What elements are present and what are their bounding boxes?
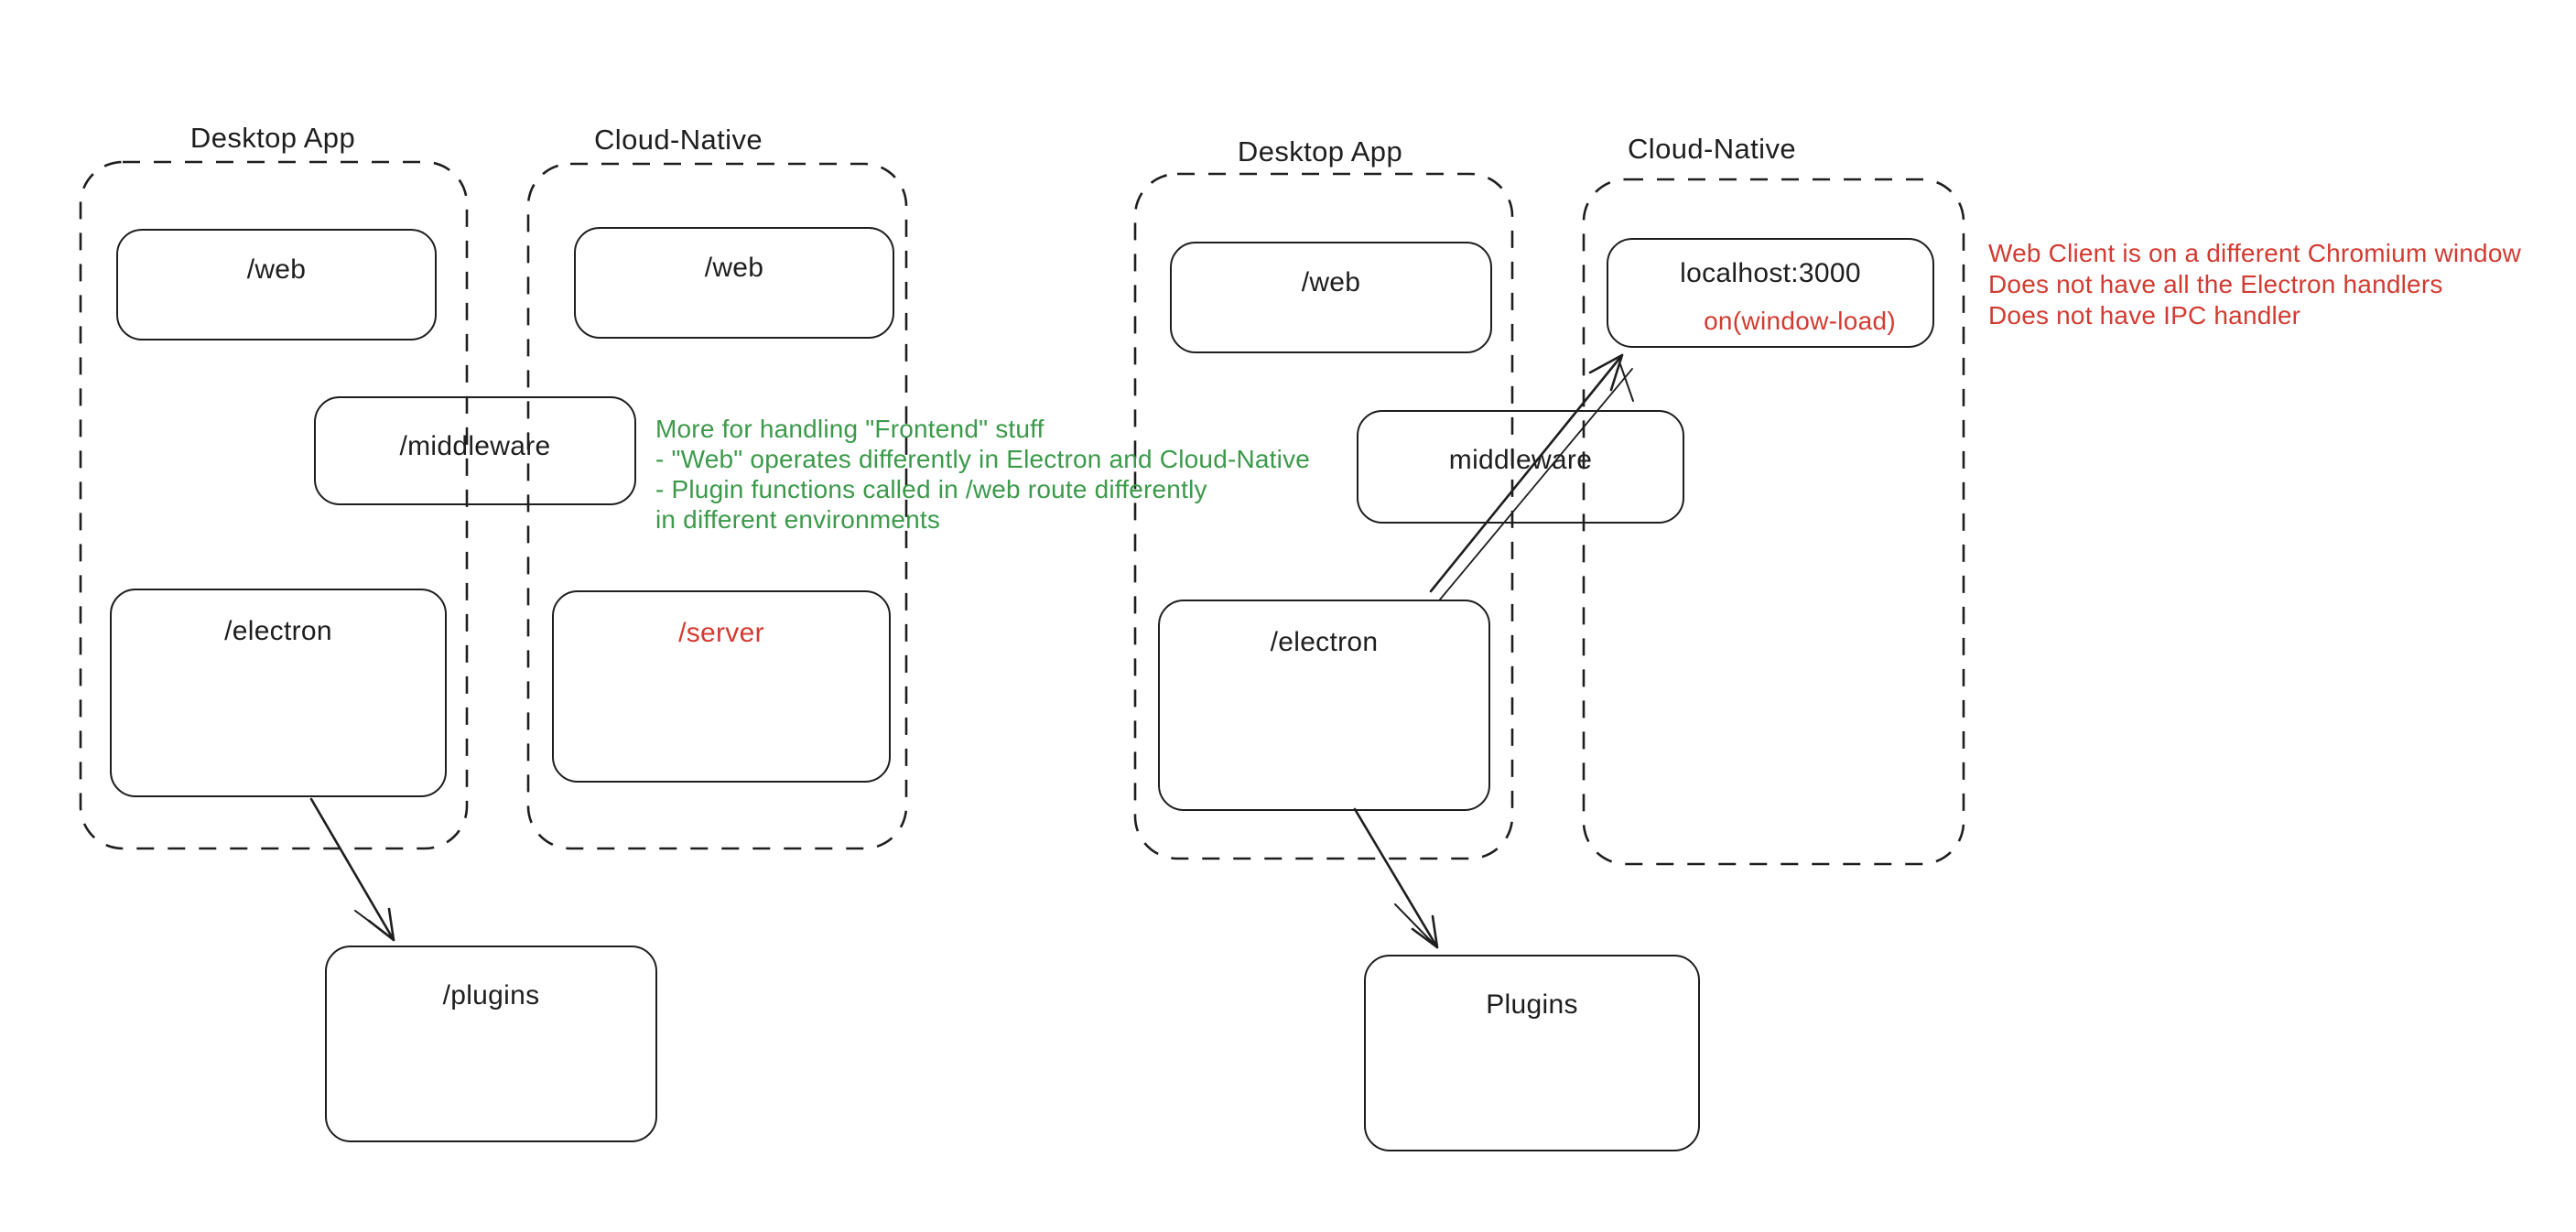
- right-middleware-box: middleware: [1357, 410, 1684, 524]
- note-line: Does not have all the Electron handlers: [1988, 270, 2443, 298]
- left-electron-to-plugins-arrow: [309, 797, 395, 942]
- left-cloud-native-group-outline: [526, 162, 908, 850]
- left-web-cloud-box: /web: [574, 227, 894, 339]
- left-desktop-app-group-outline: [79, 160, 469, 850]
- web-client-note: Web Client is on a different Chromium wi…: [1988, 238, 2521, 331]
- right-electron-to-localhost-arrow: [1429, 353, 1634, 600]
- left-web-desktop-box: /web: [116, 229, 437, 340]
- note-line: More for handling "Frontend" stuff: [655, 415, 1044, 443]
- note-line: - "Web" operates differently in Electron…: [655, 445, 1311, 473]
- left-middleware-box: /middleware: [314, 396, 636, 505]
- right-localhost-box: localhost:3000 on(window-load): [1607, 238, 1934, 348]
- note-line: Does not have IPC handler: [1988, 301, 2301, 330]
- right-web-box: /web: [1170, 242, 1492, 353]
- left-electron-box: /electron: [110, 589, 447, 797]
- left-plugins-box: /plugins: [325, 946, 657, 1142]
- left-desktop-app-label: Desktop App: [189, 122, 356, 154]
- note-line: in different environments: [655, 505, 941, 534]
- right-plugins-box: Plugins: [1364, 955, 1700, 1151]
- localhost-window-load-event: on(window-load): [1704, 307, 1896, 335]
- note-line: - Plugin functions called in /web route …: [655, 475, 1207, 503]
- right-electron-box: /electron: [1158, 600, 1490, 811]
- frontend-note: More for handling "Frontend" stuff - "We…: [655, 414, 1310, 535]
- right-electron-to-plugins-arrow: [1353, 807, 1439, 949]
- left-cloud-native-label: Cloud-Native: [594, 124, 763, 156]
- note-line: Web Client is on a different Chromium wi…: [1988, 239, 2522, 267]
- right-cloud-native-label: Cloud-Native: [1628, 133, 1796, 165]
- localhost-title: localhost:3000: [1680, 258, 1861, 288]
- left-server-box: /server: [552, 590, 891, 783]
- right-desktop-app-label: Desktop App: [1237, 135, 1403, 168]
- right-desktop-app-group-outline: [1133, 172, 1514, 860]
